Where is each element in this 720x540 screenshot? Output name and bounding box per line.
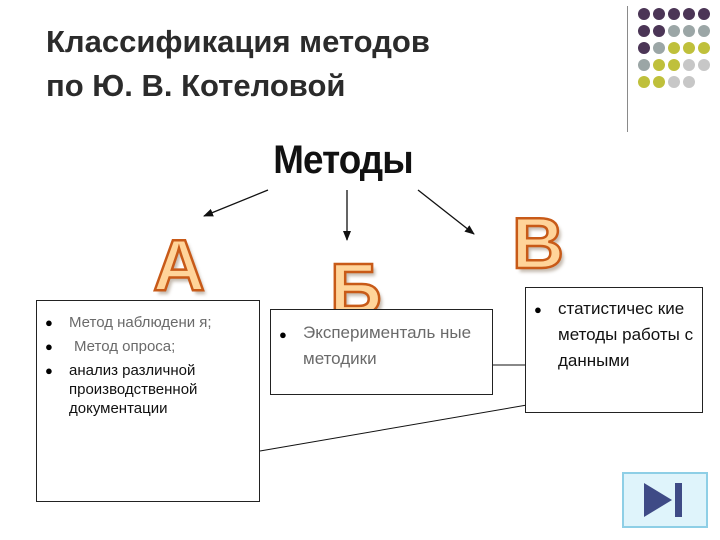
decorative-dot <box>698 42 710 54</box>
list-item: ● статистичес кие методы работы с данным… <box>534 299 694 370</box>
letter-a: А <box>152 226 207 306</box>
decorative-dot <box>683 8 695 20</box>
title-line-2: по Ю. В. Котеловой <box>46 68 346 103</box>
box-c: ● статистичес кие методы работы с данным… <box>525 287 703 413</box>
decorative-dot <box>653 42 665 54</box>
decorative-dot <box>668 76 680 88</box>
box-a: ● Метод наблюдени я; ● Метод опроса; ● а… <box>36 300 260 502</box>
decorative-dot <box>698 59 710 71</box>
bullet-icon: ● <box>534 302 542 317</box>
box-b: ● Эксперименталь ные методики <box>270 309 493 395</box>
connector-a-to-c <box>259 404 528 452</box>
decorative-dot <box>668 59 680 71</box>
end-navigation-button[interactable] <box>622 472 708 528</box>
decorative-dot <box>638 25 650 37</box>
decorative-dot <box>668 25 680 37</box>
decorative-dot <box>653 76 665 88</box>
decorative-dot <box>653 59 665 71</box>
list-item: ● Эксперименталь ные методики <box>279 323 472 368</box>
decorative-dot <box>653 8 665 20</box>
list-item: ● Метод опроса; <box>45 338 176 355</box>
slide-title: Классификация методов по Ю. В. Котеловой <box>46 20 606 108</box>
decorative-dot <box>683 42 695 54</box>
decorative-dot <box>653 25 665 37</box>
decorative-dot <box>683 76 695 88</box>
bullet-icon: ● <box>45 315 53 330</box>
decorative-dot <box>638 59 650 71</box>
bullet-icon: ● <box>279 327 287 342</box>
decorative-dot <box>683 59 695 71</box>
bullet-icon: ● <box>45 339 53 354</box>
arrow-to-a <box>203 189 269 217</box>
arrow-to-c <box>417 189 475 235</box>
decorative-divider <box>627 6 628 132</box>
decorative-dot <box>638 8 650 20</box>
decorative-dot <box>698 8 710 20</box>
letter-c: В <box>511 204 566 284</box>
decorative-dot <box>698 25 710 37</box>
decorative-dot <box>668 42 680 54</box>
title-line-1: Классификация методов <box>46 24 430 59</box>
decorative-dot-grid <box>638 8 716 118</box>
decorative-dot <box>668 8 680 20</box>
list-item: ● анализ различной производственной доку… <box>45 362 198 417</box>
list-item: ● Метод наблюдени я; <box>45 314 212 331</box>
decorative-dot <box>638 76 650 88</box>
end-navigation-icon <box>644 483 682 517</box>
decorative-dot <box>638 42 650 54</box>
root-label-methods: Методы <box>273 138 413 182</box>
bullet-icon: ● <box>45 363 53 378</box>
decorative-dot <box>683 25 695 37</box>
